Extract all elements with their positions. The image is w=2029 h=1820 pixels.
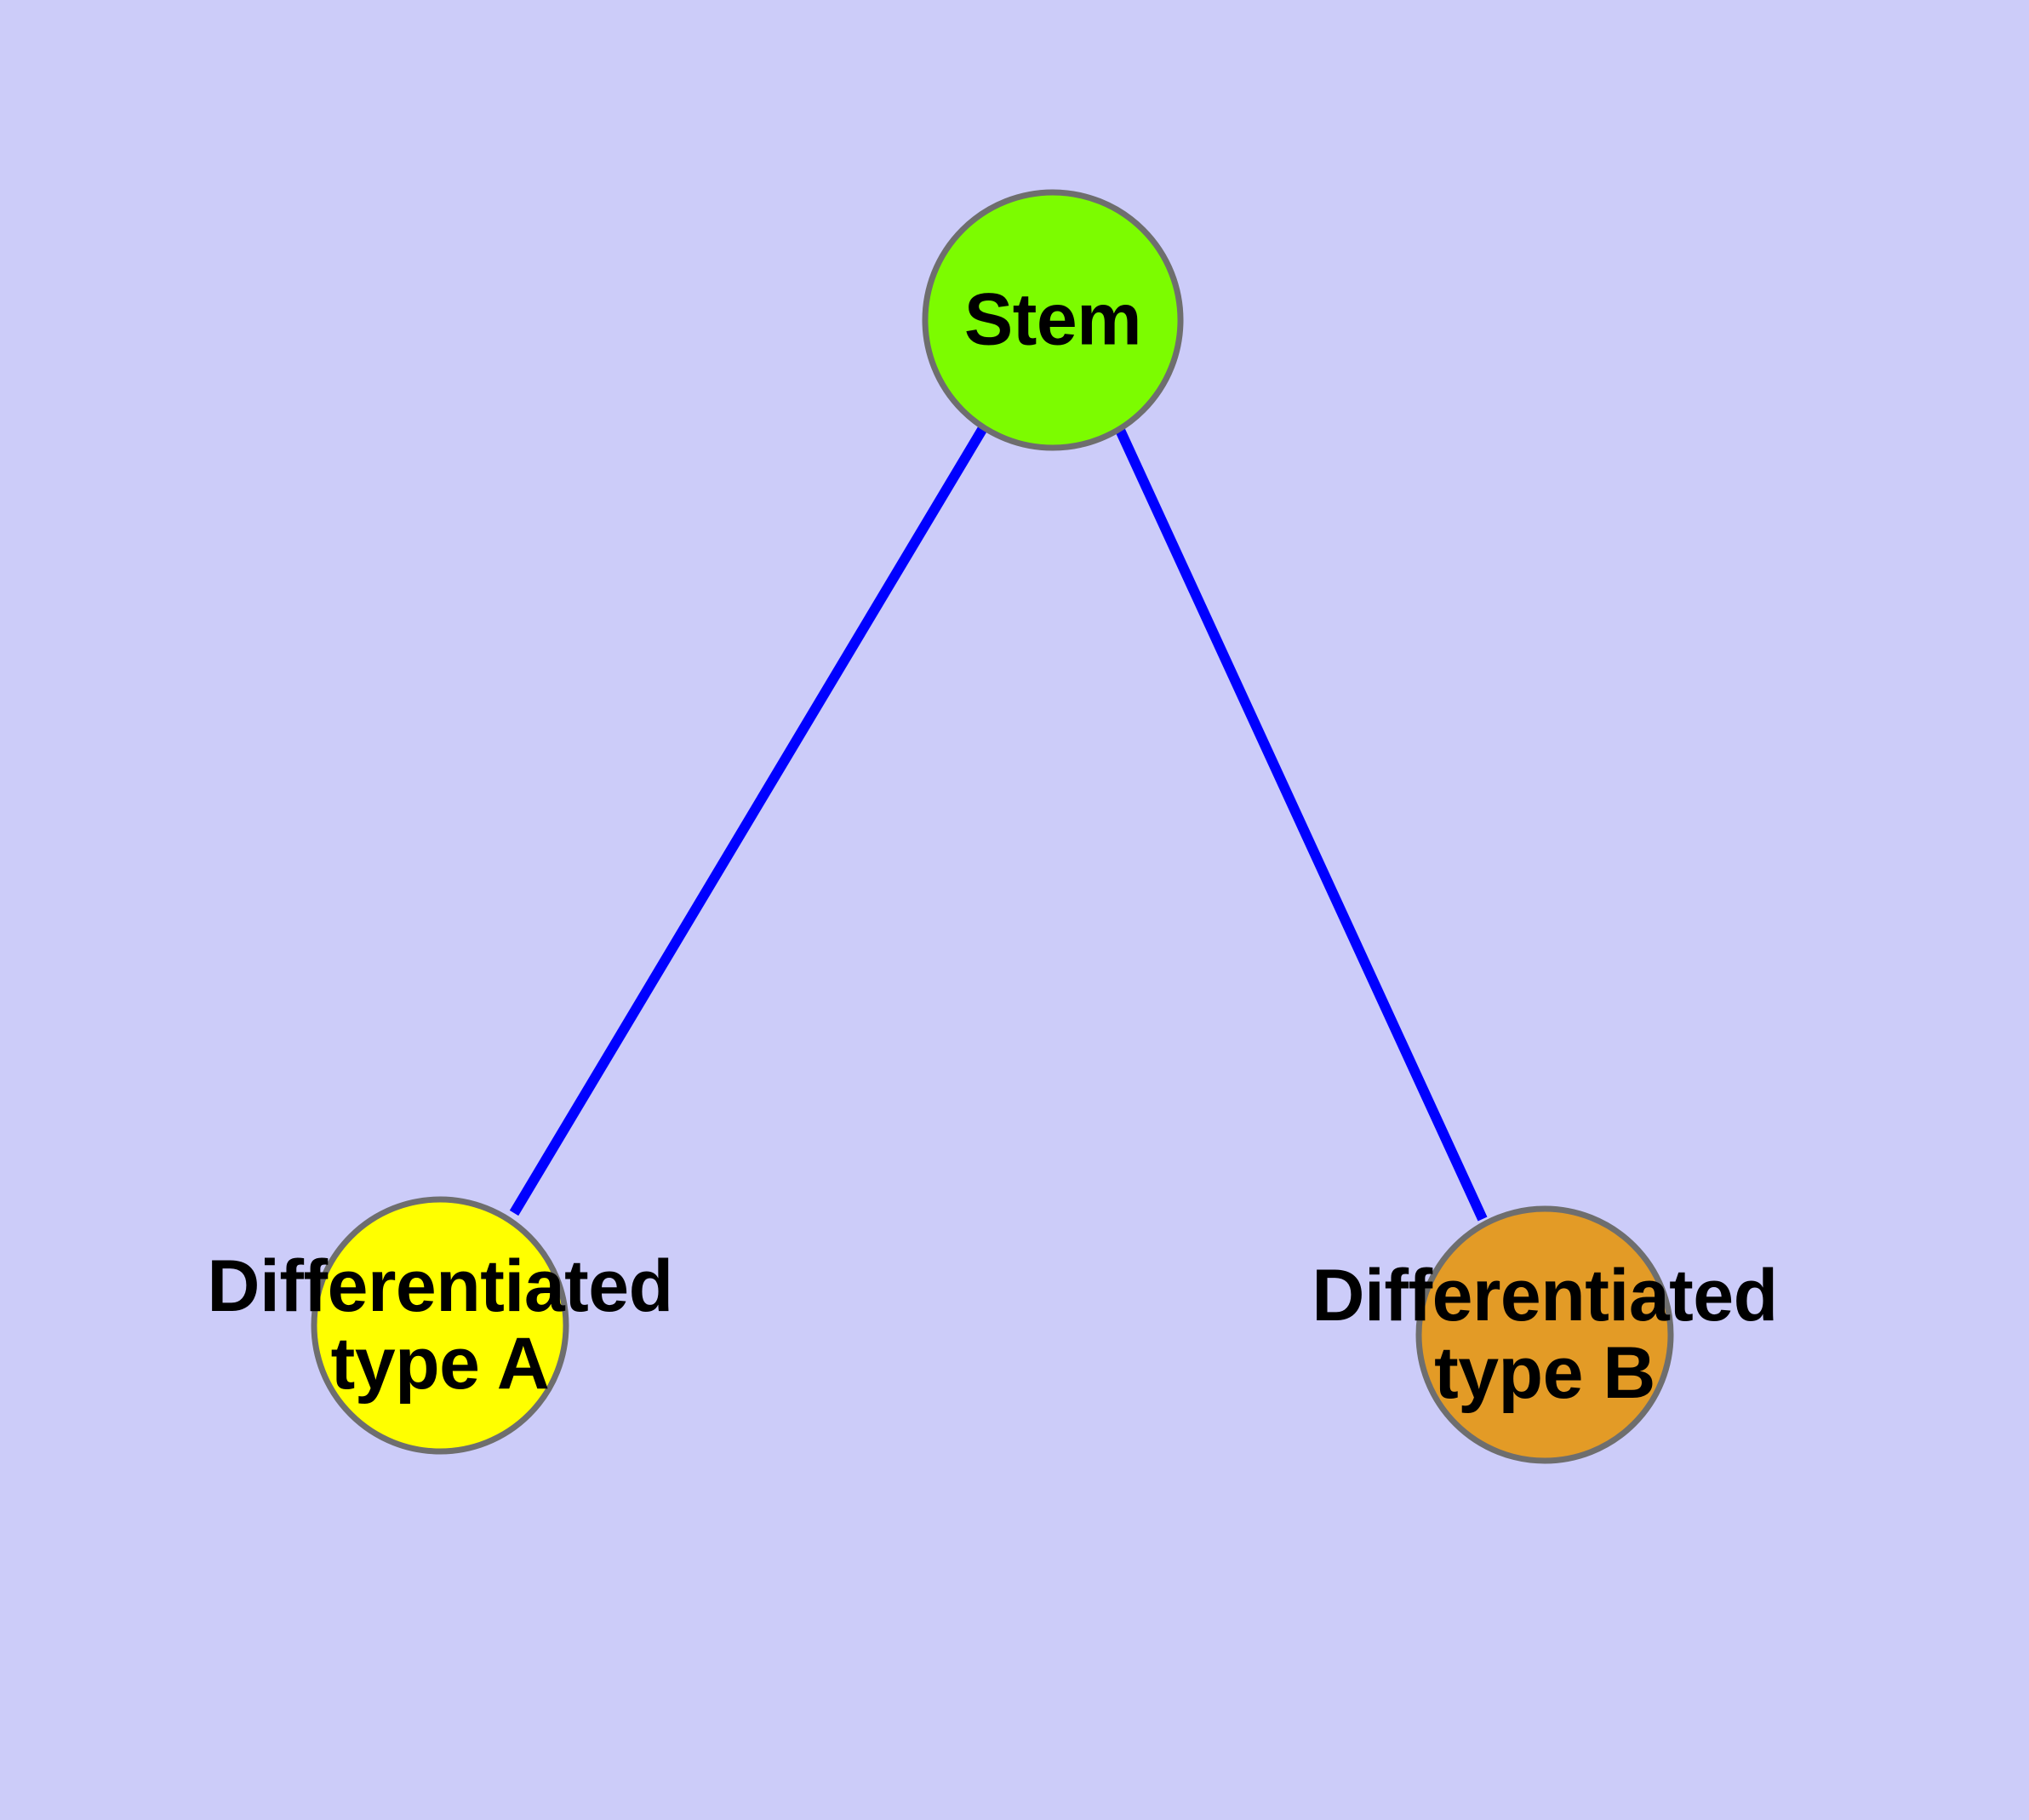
- edge-layer: [509, 425, 1488, 1222]
- edge-stem-to-differentiated-type-a[interactable]: [509, 425, 988, 1216]
- node-circle-stem[interactable]: [922, 189, 1184, 451]
- node-layer: [311, 189, 1674, 1464]
- node-circle-differentiated-type-a[interactable]: [311, 1196, 569, 1455]
- node-circle-differentiated-type-b[interactable]: [1415, 1205, 1674, 1464]
- edge-stem-to-differentiated-type-b[interactable]: [1114, 426, 1488, 1222]
